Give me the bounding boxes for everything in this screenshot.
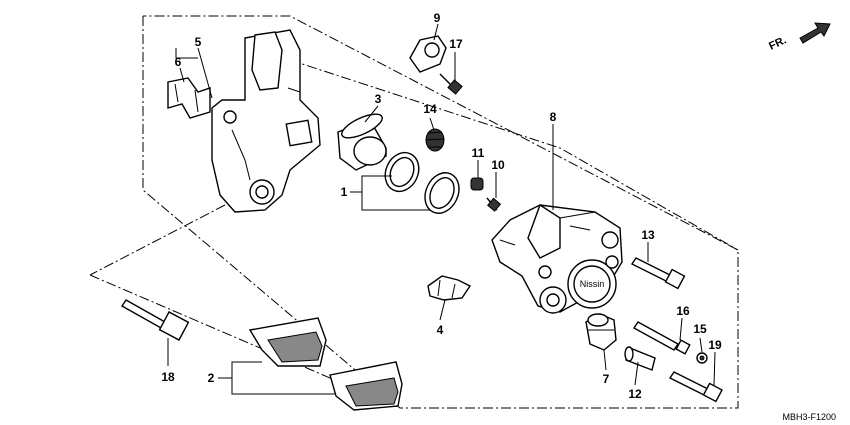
callout-10: 10: [491, 158, 505, 172]
callout-19: 19: [708, 338, 722, 352]
bleed-valve: [486, 197, 502, 212]
pin-bolt-13: [630, 257, 686, 290]
callout-5: 5: [195, 35, 202, 49]
bleed-cap: [470, 177, 484, 191]
collar-15: [696, 352, 708, 364]
piston: [337, 113, 387, 171]
drawing-code: MBH3-F1200: [782, 412, 836, 422]
leader-lines: [167, 23, 716, 395]
callout-17: 17: [449, 37, 463, 51]
pin-boot-small: [425, 128, 445, 152]
front-direction-indicator: FR.: [767, 22, 831, 53]
sleeve: [624, 346, 656, 371]
callout-8: 8: [550, 110, 557, 124]
boundary-lines: [89, 15, 739, 409]
brake-pad-lower: [329, 361, 403, 411]
clamp-bolt: [439, 73, 463, 95]
callout-18: 18: [161, 370, 175, 384]
callout-14: 14: [423, 102, 437, 116]
front-arrow-icon: [799, 22, 831, 44]
callout-12: 12: [628, 387, 642, 401]
piston-seal-set: [384, 151, 460, 214]
hose-clamp: [409, 35, 447, 73]
callout-7: 7: [603, 372, 610, 386]
callout-11: 11: [472, 146, 485, 160]
callout-9: 9: [434, 11, 441, 25]
brake-pad-upper: [248, 317, 327, 367]
pad-spring-clip: [167, 77, 211, 119]
pin-bolt-16: [632, 321, 691, 355]
callout-numbers: 5 6 3 14 9 17 8 11 10 1 13 16 15 19 7 12…: [161, 11, 722, 401]
callout-3: 3: [375, 92, 382, 106]
caliper-bracket: [211, 29, 321, 213]
pin-boot: [585, 313, 617, 351]
callout-2: 2: [208, 371, 215, 385]
bolt-19: [668, 371, 723, 403]
front-direction-label: FR.: [767, 34, 788, 52]
pad-spring: [427, 275, 472, 301]
callout-16: 16: [676, 304, 690, 318]
callout-6: 6: [175, 55, 182, 69]
callout-1: 1: [341, 185, 348, 199]
callout-4: 4: [437, 323, 444, 337]
bolt-18: [120, 299, 190, 341]
callout-13: 13: [641, 228, 655, 242]
caliper-body: Nissin: [491, 203, 623, 314]
caliper-brand-mark: Nissin: [580, 279, 605, 289]
callout-15: 15: [693, 322, 707, 336]
